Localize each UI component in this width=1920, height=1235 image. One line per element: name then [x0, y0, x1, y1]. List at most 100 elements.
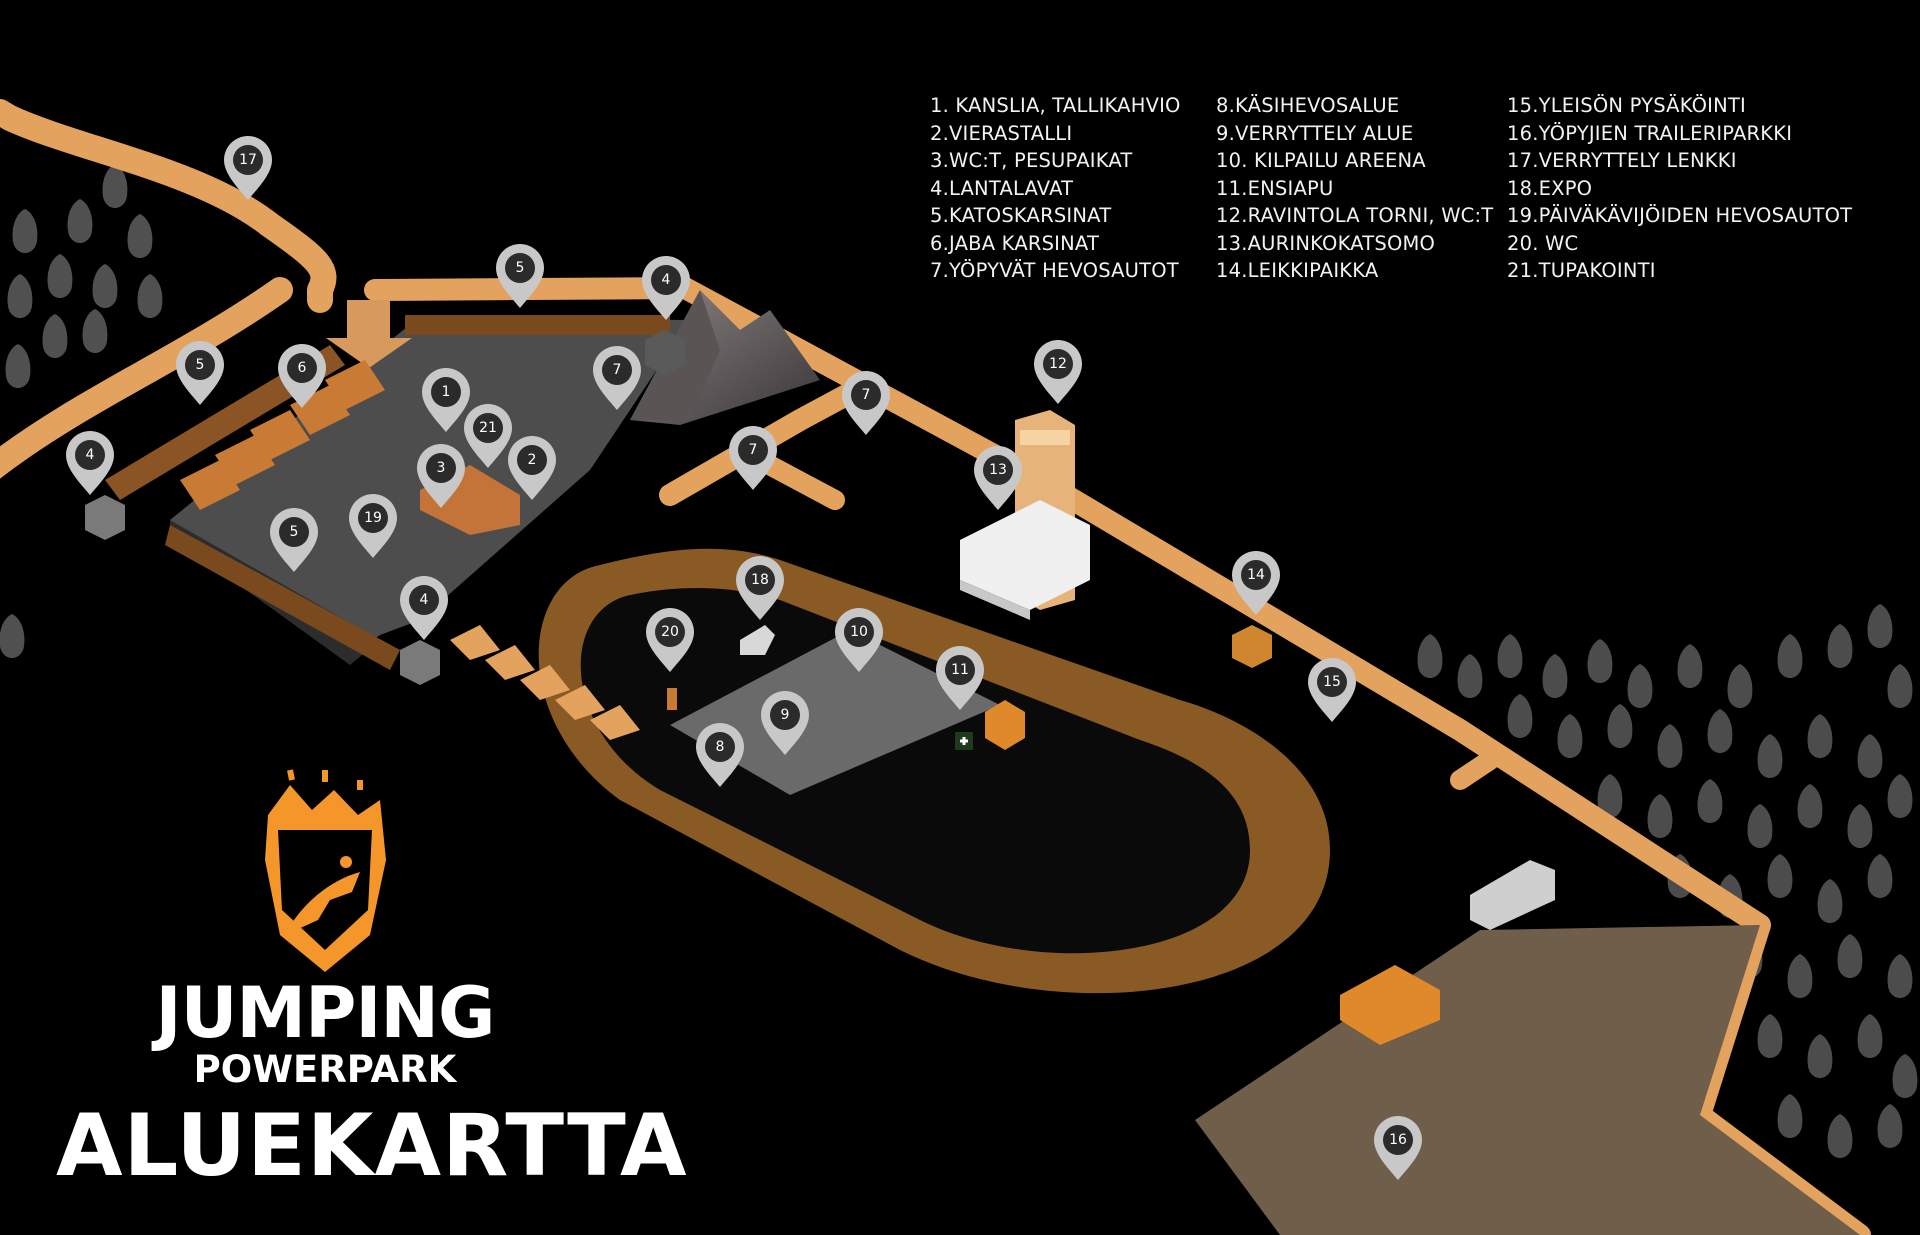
legend-item: 1. KANSLIA, TALLIKAHVIO: [930, 94, 1181, 117]
legend-item: 21.TUPAKOINTI: [1507, 259, 1656, 282]
map-marker-14[interactable]: 14: [1232, 551, 1280, 615]
legend-item: 13.AURINKOKATSOMO: [1216, 231, 1436, 255]
legend-item: 18.EXPO: [1507, 176, 1593, 200]
marker-number: 1: [442, 384, 451, 400]
marker-number: 16: [1389, 1132, 1407, 1148]
race-track: [538, 548, 1330, 994]
map-marker-5[interactable]: 5: [270, 508, 318, 572]
marker-number: 5: [290, 524, 299, 540]
marker-number: 5: [516, 260, 525, 276]
marker-number: 2: [528, 452, 537, 468]
legend-item: 3.WC:T, PESUPAIKAT: [930, 149, 1133, 172]
playground-box: [1232, 625, 1272, 668]
map-marker-2[interactable]: 2: [508, 436, 556, 500]
marker-badge: [651, 265, 681, 295]
track-arrows: [450, 625, 640, 740]
marker-number: 7: [862, 387, 871, 403]
manure-boxes: [85, 330, 685, 685]
marker-badge: [505, 253, 535, 283]
map-marker-17[interactable]: 17: [224, 136, 272, 200]
map-marker-5[interactable]: 5: [496, 244, 544, 308]
map-marker-11[interactable]: 11: [936, 646, 984, 710]
map-marker-9[interactable]: 9: [761, 691, 809, 755]
barn-lower: [1340, 965, 1440, 1045]
map-marker-19[interactable]: 19: [349, 494, 397, 558]
marker-badge: [1043, 349, 1073, 379]
legend-item: 9.VERRYTTELY ALUE: [1216, 121, 1414, 145]
map-marker-6[interactable]: 6: [278, 344, 326, 408]
marker-badge: [287, 353, 317, 383]
legend-item: 7.YÖPYVÄT HEVOSAUTOT: [930, 259, 1179, 282]
map-marker-4[interactable]: 4: [400, 576, 448, 640]
legend-item: 14.LEIKKIPAIKKA: [1216, 259, 1379, 282]
legend-item: 17.VERRYTTELY LENKKI: [1507, 149, 1737, 172]
marker-number: 4: [86, 447, 95, 463]
marker-badge: [358, 503, 388, 533]
entrance-arrow: [326, 300, 412, 368]
map-marker-20[interactable]: 20: [646, 608, 694, 672]
map-marker-4[interactable]: 4: [642, 256, 690, 320]
legend-item: 19.PÄIVÄKÄVIJÖIDEN HEVOSAUTOT: [1507, 204, 1853, 227]
marker-badge: [1241, 560, 1271, 590]
legend-item: 10. KILPAILU AREENA: [1216, 149, 1426, 172]
marker-badge: [426, 453, 456, 483]
marker-badge: [185, 350, 215, 380]
marker-badge: [770, 700, 800, 730]
map-marker-16[interactable]: 16: [1374, 1116, 1422, 1180]
marker-badge: [75, 440, 105, 470]
marker-badge: [655, 617, 685, 647]
marker-number: 17: [239, 152, 257, 168]
legend-item: 5.KATOSKARSINAT: [930, 204, 1112, 227]
map-marker-13[interactable]: 13: [974, 446, 1022, 510]
wc-box: [667, 688, 677, 710]
marker-badge: [1317, 667, 1347, 697]
marker-number: 15: [1323, 674, 1341, 690]
logo-name: JUMPING: [155, 972, 496, 1054]
map-marker-7[interactable]: 7: [842, 371, 890, 435]
legend-column-1: 1. KANSLIA, TALLIKAHVIO 2.VIERASTALLI 3.…: [930, 92, 1181, 285]
marker-number: 8: [716, 739, 725, 755]
logo-subname: POWERPARK: [193, 1048, 457, 1091]
map-marker-1[interactable]: 1: [422, 368, 470, 432]
marker-badge: [745, 565, 775, 595]
map-marker-21[interactable]: 21: [464, 404, 512, 468]
legend-item: 12.RAVINTOLA TORNI, WC:T: [1216, 204, 1494, 227]
legend-item: 2.VIERASTALLI: [930, 121, 1073, 145]
map-marker-3[interactable]: 3: [417, 444, 465, 508]
marker-badge: [517, 445, 547, 475]
marker-badge: [844, 617, 874, 647]
marker-number: 9: [781, 707, 790, 723]
map-marker-8[interactable]: 8: [696, 723, 744, 787]
marker-badge: [983, 455, 1013, 485]
first-aid-building: [985, 700, 1025, 750]
map-marker-7[interactable]: 7: [593, 346, 641, 410]
map-marker-4[interactable]: 4: [66, 431, 114, 495]
map-marker-18[interactable]: 18: [736, 556, 784, 620]
marker-number: 13: [989, 462, 1007, 478]
marker-number: 4: [662, 272, 671, 288]
legend-item: 11.ENSIAPU: [1216, 176, 1334, 200]
marker-number: 21: [479, 420, 497, 436]
map-title: ALUEKARTTA: [56, 1096, 688, 1196]
map-marker-5[interactable]: 5: [176, 341, 224, 405]
logo-shield: [265, 769, 386, 972]
marker-badge: [1383, 1125, 1413, 1155]
marker-badge: [738, 435, 768, 465]
marker-badge: [409, 585, 439, 615]
legend-item: 8.KÄSIHEVOSALUE: [1216, 94, 1400, 117]
marker-badge: [473, 413, 503, 443]
legend-column-2: 8.KÄSIHEVOSALUE 9.VERRYTTELY ALUE 10. KI…: [1216, 92, 1493, 285]
grey-building: [1470, 860, 1555, 930]
marker-number: 7: [749, 442, 758, 458]
map-marker-15[interactable]: 15: [1308, 658, 1356, 722]
map-marker-10[interactable]: 10: [835, 608, 883, 672]
map-marker-12[interactable]: 12: [1034, 340, 1082, 404]
map-marker-7[interactable]: 7: [729, 426, 777, 490]
marker-badge: [851, 380, 881, 410]
marker-badge: [602, 355, 632, 385]
marker-badge: [233, 145, 263, 175]
legend-item: 6.JABA KARSINAT: [930, 231, 1100, 255]
marker-number: 6: [298, 360, 307, 376]
